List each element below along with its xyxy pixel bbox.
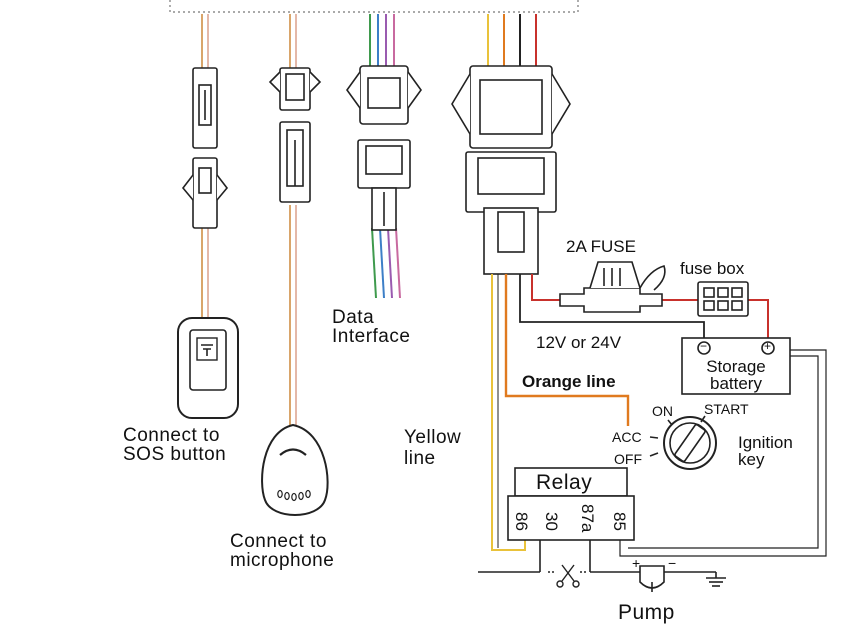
- device-outline: [169, 0, 579, 13]
- sos-label-line2: SOS button: [123, 444, 227, 465]
- data-connector: [346, 65, 422, 231]
- sos-button-device: [177, 317, 239, 419]
- yellow-wire: [491, 274, 526, 551]
- pump-icon: [639, 565, 665, 592]
- battery-to-relay-wire-2: [628, 355, 819, 549]
- microphone-label-line1: Connect to: [230, 531, 327, 552]
- sos-harness: [201, 14, 209, 320]
- microphone-label: Connect to microphone: [230, 532, 334, 570]
- fuse-box-label: fuse box: [680, 259, 745, 278]
- ignition-on-label: ON: [652, 403, 673, 419]
- voltage-label: 12V or 24V: [536, 333, 622, 352]
- ignition-label: Ignition key: [738, 434, 793, 468]
- microphone-device: [261, 423, 329, 516]
- battery-pos-sign: +: [764, 339, 772, 353]
- relay-header-box: [514, 467, 628, 497]
- black-wire: [519, 274, 705, 338]
- pump-neg-sign: −: [668, 555, 677, 571]
- data-interface-label-line1: Data: [332, 307, 375, 328]
- battery-pos-terminal: [761, 341, 775, 355]
- mic-connector: [268, 67, 322, 203]
- mic-harness: [289, 14, 297, 430]
- battery-to-relay-wire: [619, 349, 827, 557]
- microphone-label-line2: microphone: [230, 550, 335, 571]
- battery-neg-sign: −: [700, 339, 708, 353]
- pump-circuit: [478, 540, 716, 573]
- ignition-start-label: START: [704, 401, 749, 417]
- battery-label-line2: battery: [710, 374, 762, 393]
- yellow-line-label-line1: Yellow: [404, 427, 462, 448]
- sos-label: Connect to SOS button: [123, 426, 226, 464]
- battery-label-line1: Storage: [706, 357, 766, 376]
- relay-pin-30: 30: [542, 512, 561, 531]
- red-wire: [531, 274, 560, 301]
- red-wire-to-battery: [748, 299, 769, 344]
- pump-label: Pump: [618, 601, 675, 624]
- relay-pin-85: 85: [610, 512, 629, 531]
- relay-label: Relay: [536, 471, 593, 494]
- scissors-icon: [548, 564, 588, 588]
- ignition-label-line1: Ignition: [738, 433, 793, 452]
- yellow-line-label-line2: line: [404, 447, 436, 469]
- sos-connector: [181, 67, 229, 229]
- sos-label-line1: Connect to: [123, 425, 220, 446]
- relay-pin-86: 86: [512, 512, 531, 531]
- ignition-acc-label: ACC: [612, 429, 642, 445]
- fuse-box-icon: [697, 281, 749, 317]
- power-connector: [451, 65, 571, 275]
- battery-neg-terminal: [697, 341, 711, 355]
- fuse-label: 2A FUSE: [566, 237, 636, 256]
- ignition-label-line2: key: [738, 450, 765, 469]
- relay-body: [507, 495, 635, 541]
- data-interface-label-line2: Interface: [332, 326, 411, 347]
- battery-label: Storage battery: [694, 358, 778, 392]
- fuse-icon: [559, 261, 666, 313]
- pump-pos-sign: +: [632, 555, 641, 571]
- power-harness-top: [487, 14, 537, 66]
- yellow-line-label: Yellow line: [404, 427, 462, 470]
- orange-wire: [504, 274, 630, 426]
- relay-pin-87a: 87a: [578, 504, 597, 533]
- data-interface-label: Data Interface: [332, 308, 410, 346]
- ignition-key-icon: [649, 415, 717, 470]
- ground-symbol-icon: [706, 572, 726, 587]
- data-harness: [369, 14, 401, 299]
- orange-line-label: Orange line: [522, 372, 616, 391]
- ignition-off-label: OFF: [614, 451, 642, 467]
